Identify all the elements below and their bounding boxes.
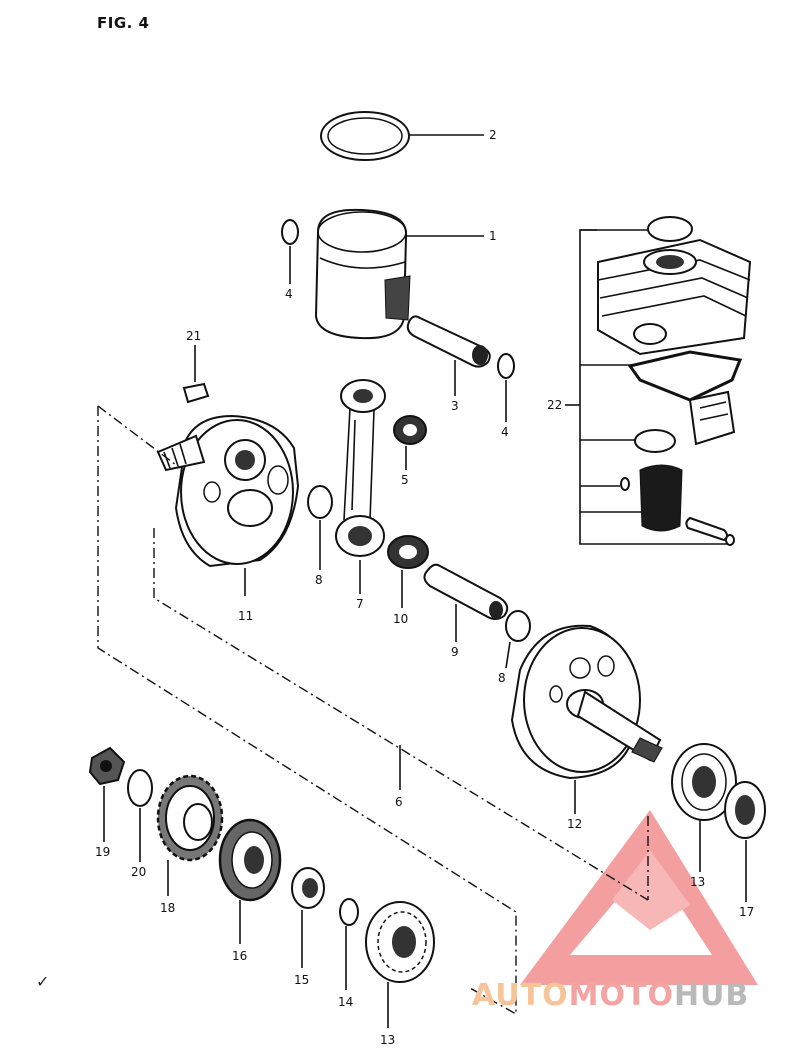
lock-washer (127, 769, 153, 862)
callout-10: 10 (393, 612, 408, 626)
callout-4-right: 4 (501, 425, 509, 439)
piston-pin-circlip-top (281, 219, 299, 284)
callout-21: 21 (186, 329, 201, 343)
callout-17: 17 (739, 905, 754, 919)
figure-label: FIG. 4 (97, 14, 150, 32)
watermark-triangle (520, 810, 758, 985)
callout-numbers: 2 1 4 3 4 21 5 22 8 7 10 11 9 8 6 12 13 … (95, 128, 754, 1047)
watermark-moto: MOTO (568, 978, 674, 1013)
watermark-logo: AUTOMOTOHUB (472, 978, 749, 1013)
callout-13: 13 (690, 875, 705, 889)
callout-2: 2 (489, 128, 497, 142)
callout-8: 8 (315, 573, 323, 587)
woodruff-key (182, 345, 210, 404)
callout-13-bottom: 13 (380, 1033, 395, 1047)
callout-1: 1 (489, 229, 497, 243)
thrust-washer-right (505, 610, 531, 669)
piston-pin-circlip-right (497, 353, 515, 422)
oil-seal-right (724, 781, 766, 902)
callout-15: 15 (294, 973, 309, 987)
thrust-washer-left (307, 485, 333, 570)
left-crankshaft-half (156, 414, 300, 596)
callout-12: 12 (567, 817, 582, 831)
callout-18: 18 (160, 901, 175, 915)
callout-8-right: 8 (498, 671, 506, 685)
small-end-bearing (393, 415, 427, 470)
piston-ring (320, 111, 484, 161)
cylinder-set (565, 216, 752, 546)
crankshaft-nut (88, 746, 126, 842)
spacer (291, 867, 325, 968)
primary-drive-gear (156, 774, 224, 896)
crankshaft-assembly-outline (97, 405, 649, 1016)
big-end-bearing (387, 535, 429, 608)
piston-pin (406, 315, 491, 396)
callout-6: 6 (395, 795, 403, 809)
watermark-auto: AUTO (472, 978, 569, 1013)
crankshaft-bearing-right (671, 743, 737, 872)
connecting-rod (335, 379, 386, 594)
right-crankshaft-half (510, 624, 663, 814)
piston (314, 208, 484, 340)
callout-7: 7 (356, 597, 364, 611)
crankshaft-bearing-left-outer (218, 818, 282, 944)
callout-20: 20 (131, 865, 146, 879)
callout-19: 19 (95, 845, 110, 859)
callout-3: 3 (451, 399, 459, 413)
callout-16: 16 (232, 949, 247, 963)
callout-11: 11 (238, 609, 253, 623)
margin-check-mark: ✓ (36, 972, 50, 991)
crankshaft-bearing-left (365, 901, 435, 1028)
callout-5: 5 (401, 473, 409, 487)
callout-4: 4 (285, 287, 293, 301)
watermark-hub: HUB (673, 978, 750, 1013)
callout-22: 22 (547, 398, 562, 412)
callout-14: 14 (338, 995, 353, 1009)
callout-9: 9 (451, 645, 459, 659)
crank-pin (423, 563, 509, 642)
shim (339, 898, 359, 990)
